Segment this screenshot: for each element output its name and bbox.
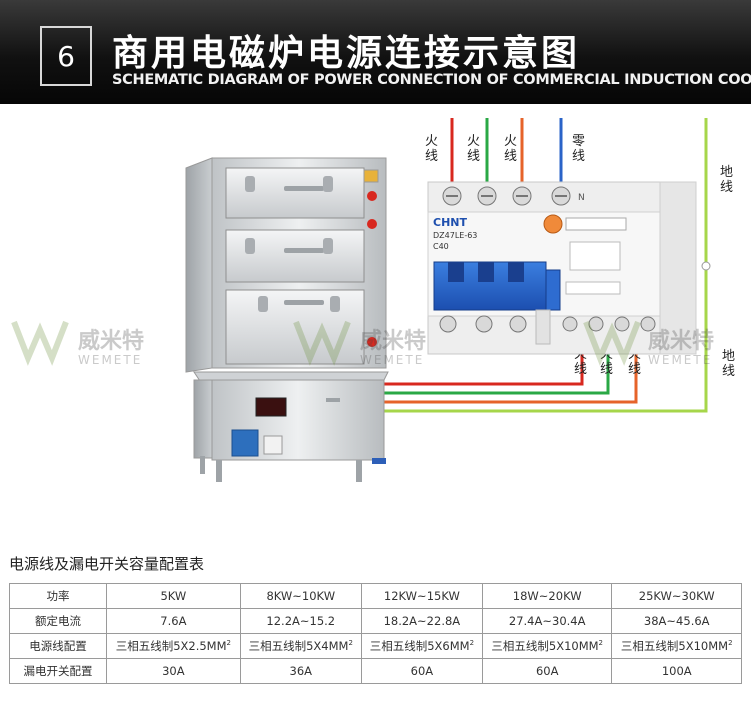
table-cell: 7.6A — [106, 608, 241, 634]
induction-cooker — [185, 157, 389, 482]
table-cell: 18.2A~22.8A — [360, 608, 483, 634]
ground-terminal — [701, 261, 711, 271]
svg-text:WEMETE: WEMETE — [648, 353, 712, 367]
top-wire-label-2: 火线 — [467, 134, 480, 164]
table-title: 电源线及漏电开关容量配置表 — [9, 555, 205, 573]
table-cell: 三相五线制5X10MM2 — [611, 633, 742, 659]
table-cell: 12.2A~15.2 — [239, 608, 362, 634]
svg-text:威米特: 威米特 — [360, 328, 426, 354]
header-banner: 6 商用电磁炉电源连接示意图 SCHEMATIC DIAGRAM OF POWE… — [0, 0, 751, 104]
table-cell: 27.4A~30.4A — [481, 608, 613, 634]
ground-label-bottom: 地线 — [722, 349, 735, 379]
table-cell: 三相五线制5X4MM2 — [239, 633, 362, 659]
watermark-3: 威米特 WEMETE — [583, 320, 714, 367]
top-wire-labels: 火线 火线 火线 零线 地线 地线 — [425, 134, 735, 379]
section-number: 6 — [40, 26, 92, 86]
warning-sticker — [363, 169, 379, 183]
cooker-drawers — [225, 167, 365, 365]
table-cell: 18W~20KW — [481, 583, 613, 609]
nameplate — [231, 429, 259, 457]
table-cell: 60A — [360, 658, 483, 684]
control-display — [255, 397, 287, 417]
breaker-model: DZ47LE-63 — [433, 231, 477, 240]
svg-text:威米特: 威米特 — [78, 328, 144, 354]
top-wire-label-1: 火线 — [425, 134, 438, 164]
row-label: 功率 — [9, 583, 107, 609]
table-cell: 三相五线制5X2.5MM2 — [106, 633, 241, 659]
table-cell: 5KW — [106, 583, 241, 609]
page-title: 商用电磁炉电源连接示意图 — [112, 33, 581, 74]
row-label: 电源线配置 — [9, 633, 107, 659]
page-subtitle: SCHEMATIC DIAGRAM OF POWER CONNECTION OF… — [112, 72, 751, 88]
table-cell: 38A~45.6A — [611, 608, 742, 634]
table-cell: 60A — [481, 658, 613, 684]
svg-text:威米特: 威米特 — [648, 328, 714, 354]
table-cell: 36A — [239, 658, 362, 684]
top-wire-label-3: 火线 — [504, 134, 517, 164]
brand-watermarks: 威米特 WEMETE 威米特 WEMETE 威米特 WEMETE — [11, 320, 714, 367]
breaker-brand: CHNT — [433, 216, 467, 229]
row-label: 额定电流 — [9, 608, 107, 634]
wiring-diagram: 火线 火线 火线 零线 地线 地线 火线 火线 火线 N CHNT DZ47L — [11, 118, 735, 482]
indicator-light-1 — [367, 191, 377, 201]
table-cell: 三相五线制5X10MM2 — [481, 633, 613, 659]
watermark-2: 威米特 WEMETE — [293, 320, 426, 367]
table-cell: 30A — [106, 658, 241, 684]
top-wire-label-4: 零线 — [572, 134, 585, 164]
watermark-1: 威米特 WEMETE — [11, 320, 144, 367]
leakage-breaker: N CHNT DZ47LE-63 C40 — [427, 181, 697, 355]
neutral-mark: N — [578, 193, 585, 203]
water-inlet — [372, 458, 386, 464]
svg-text:WEMETE: WEMETE — [78, 353, 142, 367]
test-button-icon — [543, 214, 563, 234]
breaker-toggles — [433, 261, 561, 311]
indicator-light-3 — [367, 337, 377, 347]
table-cell: 25KW~30KW — [611, 583, 742, 609]
ground-label-top: 地线 — [720, 165, 733, 195]
table-cell: 三相五线制5X6MM2 — [360, 633, 483, 659]
indicator-light-2 — [367, 219, 377, 229]
qc-label — [263, 435, 283, 455]
table-cell: 100A — [611, 658, 742, 684]
table-cell: 8KW~10KW — [239, 583, 362, 609]
table-cell: 12KW~15KW — [360, 583, 483, 609]
svg-text:WEMETE: WEMETE — [360, 353, 424, 367]
mains-wires — [450, 118, 708, 262]
breaker-rating: C40 — [433, 242, 449, 251]
row-label: 漏电开关配置 — [9, 658, 107, 684]
